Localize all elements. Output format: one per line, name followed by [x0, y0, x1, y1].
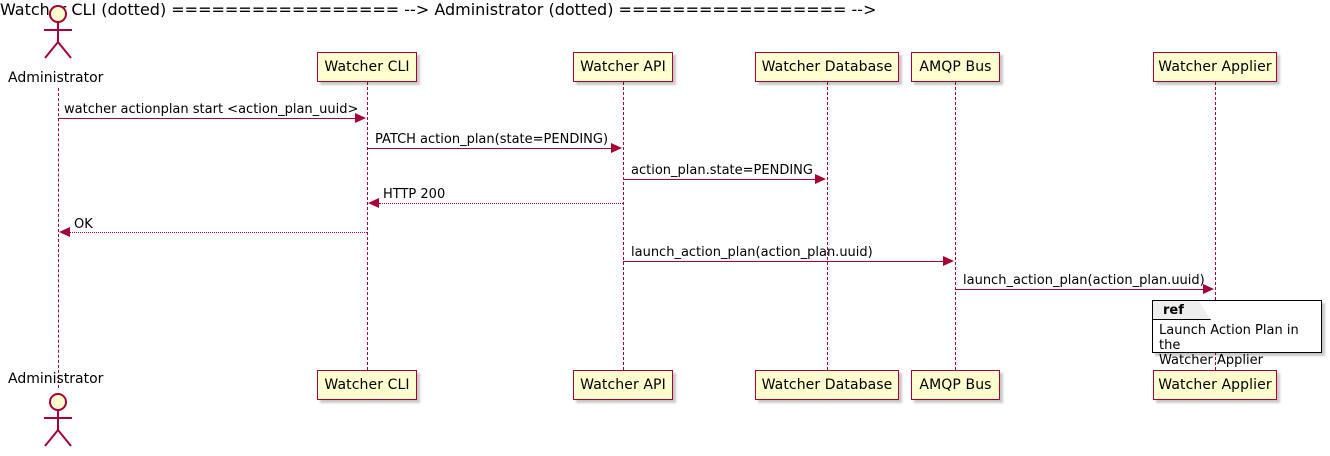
message-label-5: OK: [74, 217, 93, 232]
lifeline-watcher-cli: [367, 82, 368, 370]
message-arrowhead-5: [59, 227, 70, 237]
ref-fragment-body: Launch Action Plan in the Watcher Applie…: [1159, 323, 1317, 368]
actor-label-administrator-top: Administrator: [8, 70, 104, 86]
lifeline-amqp-bus: [955, 82, 956, 370]
message-label-6: launch_action_plan(action_plan.uuid): [631, 245, 873, 260]
lifeline-watcher-applier: [1215, 82, 1216, 370]
message-arrowhead-2: [611, 143, 622, 153]
participant-watcher-api-top[interactable]: Watcher API: [573, 52, 673, 82]
message-line-4: [379, 203, 623, 204]
message-label-7: launch_action_plan(action_plan.uuid): [963, 273, 1205, 288]
message-line-5: [70, 232, 367, 233]
lifeline-administrator: [58, 88, 59, 388]
participant-label: Watcher CLI: [324, 377, 410, 393]
participant-label: Watcher API: [580, 59, 666, 75]
message-label-3: action_plan.state=PENDING: [631, 163, 813, 178]
actor-administrator-top: [36, 4, 80, 60]
participant-label: AMQP Bus: [919, 377, 992, 393]
participant-watcher-cli-bottom[interactable]: Watcher CLI: [317, 370, 417, 400]
participant-label: Watcher Applier: [1158, 59, 1272, 75]
message-arrowhead-6: [943, 256, 954, 266]
participant-watcher-applier-bottom[interactable]: Watcher Applier: [1153, 370, 1277, 400]
message-line-1: [58, 118, 355, 119]
actor-stick-figure-icon: [44, 393, 72, 447]
participant-label: Watcher API: [580, 377, 666, 393]
ref-fragment: ref Launch Action Plan in the Watcher Ap…: [1152, 300, 1322, 368]
message-label-4: HTTP 200: [383, 187, 446, 202]
ref-fragment-line-1: Launch Action Plan in the: [1159, 323, 1299, 353]
participant-amqp-bus-top[interactable]: AMQP Bus: [911, 52, 1000, 82]
message-arrowhead-4: [368, 198, 379, 208]
message-line-3: [623, 179, 815, 180]
actor-label-administrator-bottom: Administrator: [8, 371, 104, 387]
participant-watcher-cli-top[interactable]: Watcher CLI: [317, 52, 417, 82]
participant-label: Watcher CLI: [324, 59, 410, 75]
lifeline-watcher-api: [623, 82, 624, 370]
message-arrowhead-1: [355, 113, 366, 123]
participant-label: Watcher Database: [761, 377, 893, 393]
message-label-1: watcher actionplan start <action_plan_uu…: [64, 102, 359, 117]
message-line-7: [955, 289, 1203, 290]
message-label-2: PATCH action_plan(state=PENDING): [375, 132, 609, 147]
ref-fragment-line-2: Watcher Applier: [1159, 353, 1263, 368]
participant-label: Watcher Database: [761, 59, 893, 75]
actor-stick-figure-icon: [44, 5, 72, 59]
actor-administrator-bottom: [36, 392, 80, 448]
lifeline-watcher-database: [827, 82, 828, 370]
participant-watcher-api-bottom[interactable]: Watcher API: [573, 370, 673, 400]
participant-watcher-applier-top[interactable]: Watcher Applier: [1153, 52, 1277, 82]
participant-label: AMQP Bus: [919, 59, 992, 75]
participant-amqp-bus-bottom[interactable]: AMQP Bus: [911, 370, 1000, 400]
message-arrowhead-7: [1203, 284, 1214, 294]
participant-label: Watcher Applier: [1158, 377, 1272, 393]
message-line-6: [623, 261, 943, 262]
participant-watcher-database-top[interactable]: Watcher Database: [755, 52, 899, 82]
ref-fragment-keyword: ref: [1153, 301, 1211, 320]
message-line-2: [367, 148, 611, 149]
message-arrowhead-3: [815, 174, 826, 184]
participant-watcher-database-bottom[interactable]: Watcher Database: [755, 370, 899, 400]
